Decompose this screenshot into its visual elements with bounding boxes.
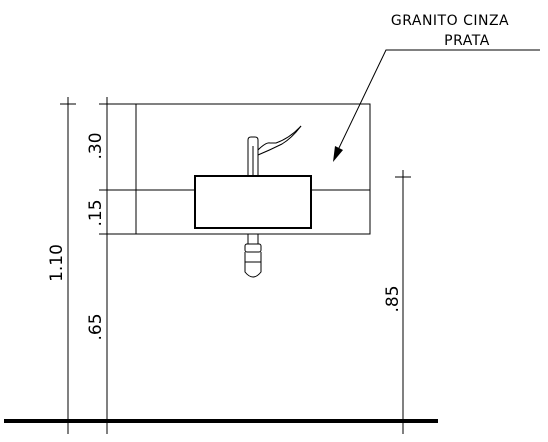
sink-basin (194, 175, 312, 229)
dim-text-total-height: 1.10 (47, 244, 67, 282)
countertop-outline (135, 103, 371, 235)
dim-text-base-height: .65 (86, 313, 106, 340)
faucet-handle (257, 125, 302, 151)
drain-trap-collar (244, 243, 262, 253)
drain-trap (244, 234, 262, 278)
note-leader-line (337, 49, 540, 151)
dimension-chain: .30 .15 .65 (86, 97, 136, 434)
dim-text-counter-height: .85 (383, 285, 403, 312)
dim-text-front-band-height: .15 (86, 199, 106, 226)
dim-text-backsplash-height: .30 (86, 132, 106, 159)
faucet-body (247, 136, 259, 176)
faucet (247, 125, 302, 176)
dimension-total-height: 1.10 (47, 97, 76, 434)
material-note-line-2: PRATA (444, 33, 490, 49)
material-note: GRANITO CINZA PRATA (333, 13, 540, 162)
countertop (135, 103, 371, 235)
dimension-counter-height: .85 (383, 170, 411, 434)
drain-trap-bottle (244, 252, 262, 278)
material-note-line-1: GRANITO CINZA (391, 13, 509, 29)
faucet-handle-inner (257, 125, 302, 156)
note-leader-arrowhead (333, 146, 343, 162)
